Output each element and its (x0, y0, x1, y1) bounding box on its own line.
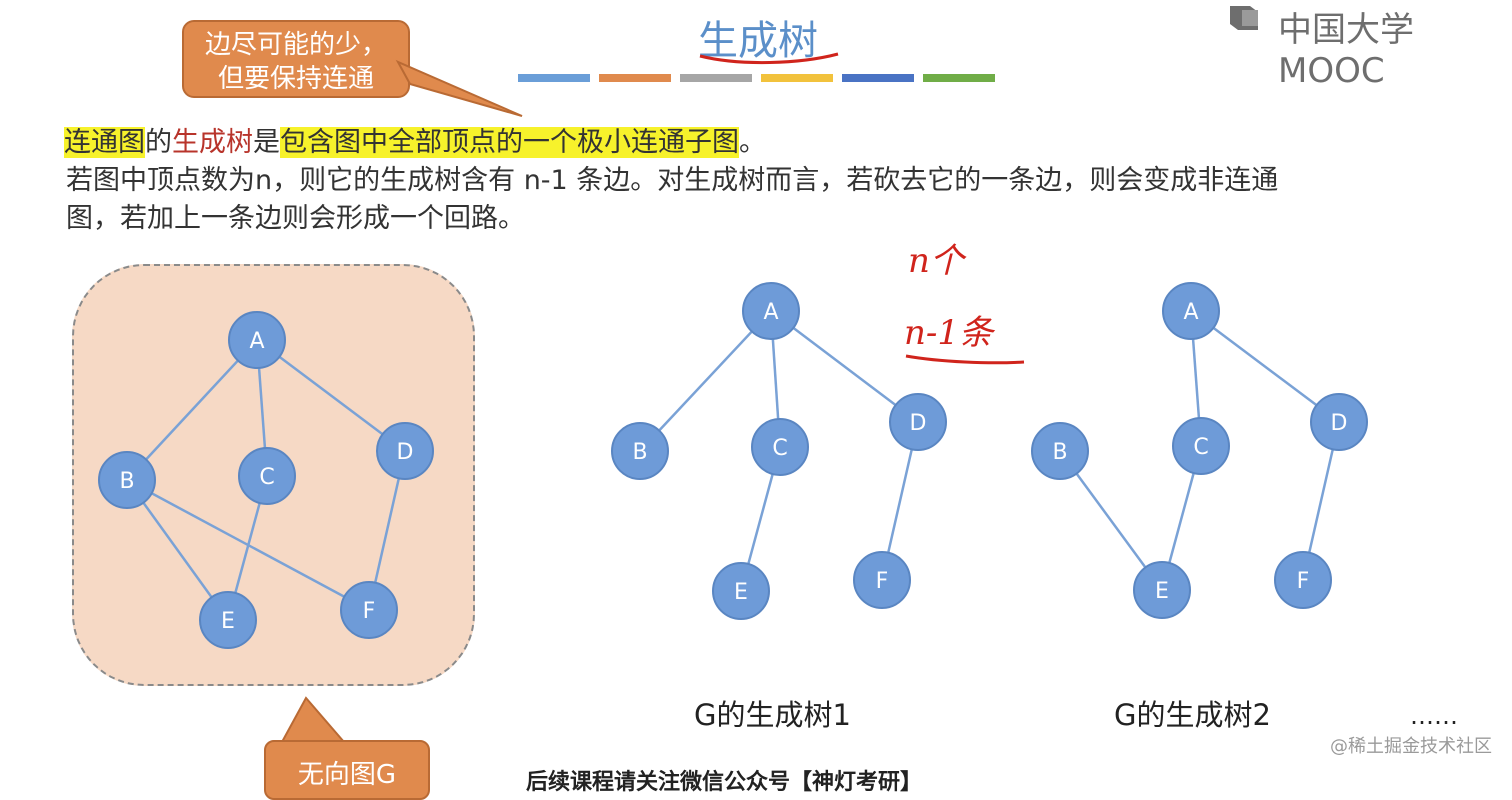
spanning-tree-2-node-A (1162, 282, 1220, 340)
spanning-tree-2-node-D (1310, 393, 1368, 451)
graph-g-edge-A-D (256, 339, 406, 452)
definition-term-spanning-tree: 生成树 (172, 127, 253, 158)
spanning-tree-2-node-C (1172, 417, 1230, 475)
spanning-tree-1-node-label-C: C (772, 436, 787, 461)
spanning-tree-2-node-label-A: A (1183, 300, 1198, 325)
spanning-tree-2-node-label-D: D (1331, 411, 1348, 436)
title-stripe-0 (518, 74, 590, 82)
graph-g-node-D (376, 422, 434, 480)
watermark: @稀土掘金技术社区 (1330, 736, 1492, 757)
definition-period: 。 (739, 127, 766, 158)
nodes-layer: A B C D E F A B C D E F A B C D E F (98, 282, 1368, 649)
spanning-tree-2-node-label-B: B (1052, 440, 1067, 465)
footer-text: 后续课程请关注微信公众号【神灯考研】 (526, 770, 923, 795)
title-stripe-5 (923, 74, 995, 82)
handwriting-n-nodes: n个 (908, 241, 967, 281)
graph-g-node-label-B: B (119, 469, 134, 494)
spanning-tree-1-edge-A-D (770, 310, 919, 423)
spanning-tree-2-edge-A-D (1190, 310, 1340, 423)
caption-tree-1: G的生成树1 (694, 698, 851, 732)
definition-body: 包含图中全部顶点的一个极小连通子图 (280, 127, 739, 158)
definition-is: 是 (253, 127, 280, 158)
callout-bottom: 无向图G (264, 740, 430, 800)
spanning-tree-2-node-label-E: E (1155, 579, 1169, 604)
caption-tree-2: G的生成树2 (1114, 698, 1271, 732)
property-line-2: 图，若加上一条边则会形成一个回路。 (66, 203, 525, 234)
spanning-tree-1-node-D (889, 393, 947, 451)
spanning-tree-2-node-B (1031, 422, 1089, 480)
spanning-tree-1-edge-A-B (639, 310, 772, 452)
graph-g-node-label-D: D (397, 440, 414, 465)
spanning-tree-2-node-E (1133, 561, 1191, 619)
spanning-tree-1-node-label-D: D (910, 411, 927, 436)
callout-top-line1: 边尽可能的少， (204, 30, 387, 60)
handwriting-underline (905, 354, 1025, 365)
spanning-tree-1-node-label-F: F (876, 569, 889, 594)
definition-term-connected-graph: 连通图 (64, 127, 145, 158)
callout-top-line2: 但要保持连通 (217, 64, 374, 94)
graph-g-node-label-E: E (221, 609, 235, 634)
graph-g-edge-A-B (126, 339, 258, 481)
spanning-tree-1-node-label-A: A (763, 300, 778, 325)
title-stripe-2 (680, 74, 752, 82)
graph-g-node-F (340, 581, 398, 639)
spanning-tree-2-node-label-F: F (1297, 569, 1310, 594)
graph-g-node-A (228, 311, 286, 369)
definition-line: 连通图的生成树是包含图中全部顶点的一个极小连通子图。 (64, 120, 766, 159)
graph-g-node-C (238, 447, 296, 505)
handwriting-n-minus-1-edges: n-1条 (904, 313, 996, 353)
spanning-tree-1-node-F (853, 551, 911, 609)
spanning-tree-1-node-label-E: E (734, 580, 748, 605)
ellipsis: …… (1410, 702, 1458, 730)
spanning-tree-1-node-E (712, 562, 770, 620)
title-stripe-4 (842, 74, 914, 82)
title-stripe-3 (761, 74, 833, 82)
mooc-logo-icon (1228, 2, 1276, 34)
spanning-tree-1-node-A (742, 282, 800, 340)
definition-de: 的 (145, 127, 172, 158)
slide-title: 生成树 (698, 18, 818, 64)
callout-bottom-pointer (280, 696, 347, 743)
graph-g-node-label-F: F (363, 599, 376, 624)
brand-logo-text: 中国大学MOOC (1278, 10, 1414, 91)
spanning-tree-2-node-label-C: C (1193, 435, 1208, 460)
property-line-1: 若图中顶点数为n，则它的生成树含有 n-1 条边。对生成树而言，若砍去它的一条边… (66, 165, 1279, 196)
spanning-tree-2-node-F (1274, 551, 1332, 609)
callout-top-pointer (395, 59, 523, 117)
spanning-tree-1-node-C (751, 418, 809, 476)
spanning-tree-1-node-label-B: B (632, 440, 647, 465)
title-stripe-1 (599, 74, 671, 82)
title-underline-handwriting (699, 52, 839, 65)
graph-g-node-E (199, 591, 257, 649)
callout-top: 边尽可能的少， 但要保持连通 (182, 20, 410, 98)
slide: 中国大学MOOC 生成树 边尽可能的少， 但要保持连通 连通图的生成树是包含图中… (64, 2, 1492, 800)
graph-g-node-B (98, 451, 156, 509)
spanning-tree-1-node-B (611, 422, 669, 480)
graph-g-node-label-C: C (259, 465, 274, 490)
graph-g-node-label-A: A (249, 329, 264, 354)
diagram-canvas: A B C D E F A B C D E F A B C D E F n个 n-1条 (98, 52, 1368, 743)
